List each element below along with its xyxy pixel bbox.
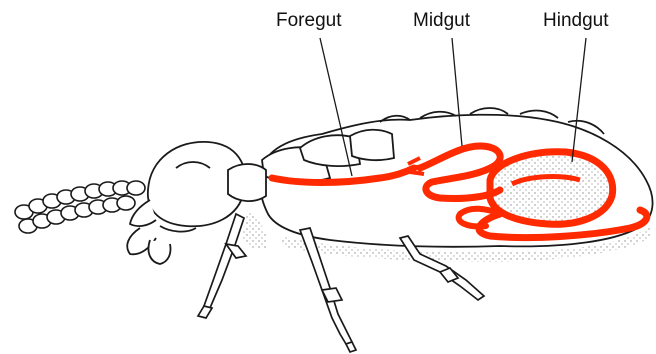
midgut-label: Midgut <box>413 11 470 30</box>
hindgut-paunch <box>490 152 613 224</box>
foregut-label: Foregut <box>276 11 341 30</box>
hindgut-label: Hindgut <box>543 11 609 30</box>
thorax-shading <box>242 210 267 249</box>
antenna <box>15 181 145 233</box>
